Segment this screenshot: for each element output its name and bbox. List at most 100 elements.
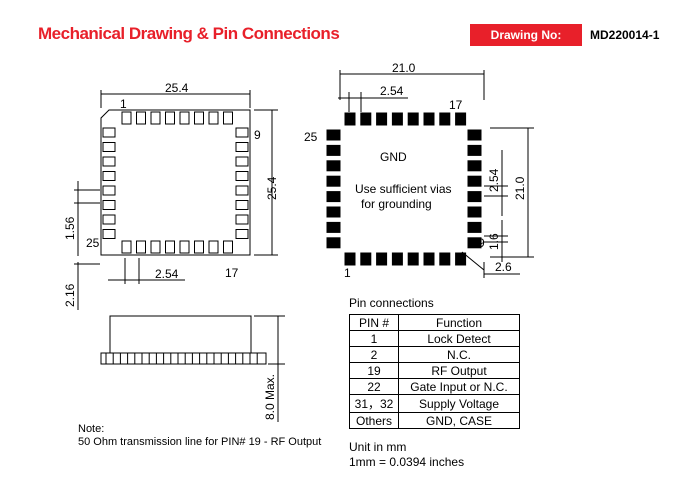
right-left-pad [326,160,341,172]
left-height-dim: 25.4 [265,176,279,200]
right-left-pad [326,144,341,156]
note-heading: Note: [78,423,105,435]
right-top-pad [439,112,451,126]
right-top-pad [391,112,403,126]
gnd-label: GND [380,150,407,164]
unit-conversion: 1mm = 0.0394 inches [349,455,465,469]
left-bottom-pad [165,240,175,254]
left-bottom-pad [223,240,233,254]
right-bottom-pad [344,252,356,266]
right-right-pad [467,221,482,233]
pin-cell: 1 [349,330,399,347]
right-right-pad [467,191,482,203]
left-top-pad [194,111,204,125]
left-bottom-pad [150,240,161,254]
right-pads [326,112,482,266]
right-bottom-pad [439,252,451,266]
right-side-pitch-dim: 2.54 [487,168,501,192]
function-cell: Supply Voltage [398,394,520,413]
right-left-pad [326,206,341,218]
left-width-dim: 25.4 [165,81,189,95]
left-top-pad [208,111,219,125]
right-right-pad [467,160,482,172]
right-side-pad [235,229,249,239]
right-pin-1-label: 1 [344,266,351,280]
right-top-pad [455,112,467,126]
right-right-pad [467,237,482,249]
right-pin-25-label: 25 [304,130,318,144]
via-note-line1: Use sufficient vias [355,182,452,196]
left-top-pad [179,111,190,125]
right-left-pad [326,221,341,233]
left-top-pad [150,111,161,125]
side-view-outline [100,315,267,365]
function-cell: Lock Detect [398,330,520,347]
right-pin-17-label: 17 [449,98,463,112]
left-side-pad [102,171,116,181]
pin-cell: Others [349,412,399,429]
right-side-pad [235,171,249,181]
right-bottom-pad [376,252,388,266]
left-pad-dim: 1.56 [63,216,77,240]
right-bottom-pad [391,252,403,266]
left-pin-17-label: 17 [225,266,239,280]
function-cell: Gate Input or N.C. [398,378,520,395]
left-top-pad [165,111,175,125]
left-side-pad [102,127,116,138]
left-bottom-pad [136,240,146,254]
left-pitch-dim: 2.54 [155,267,179,281]
left-bottom-pad [179,240,190,254]
left-side-pad [102,200,116,210]
right-top-pad [407,112,419,126]
right-side-pad [235,185,249,196]
right-right-pad [467,175,482,187]
table-header-row: PIN # Function [349,314,520,331]
left-side-pad [102,229,116,239]
pin-cell: 19 [349,362,399,379]
right-height-dim: 21.0 [513,176,527,200]
left-side-pad [102,142,116,152]
right-bottom-pad [423,252,435,266]
right-top-pad [344,112,356,126]
left-offset-dim: 2.16 [63,283,77,307]
function-cell: N.C. [398,346,520,363]
right-side-pad [235,200,249,210]
right-top-pad [423,112,435,126]
left-side-pad [102,214,116,225]
right-pad-dim: 1.6 [487,233,501,250]
function-cell: GND, CASE [398,412,520,429]
left-side-pad [102,185,116,196]
left-top-pad [121,111,132,125]
via-note-line2: for grounding [361,197,432,211]
note-text: 50 Ohm transmission line for PIN# 19 - R… [78,436,322,448]
side-view-pins [105,353,258,364]
right-bottom-pad [407,252,419,266]
header-pin: PIN # [349,314,399,331]
page-title: Mechanical Drawing & Pin Connections [38,24,340,43]
pin-table-caption: Pin connections [349,296,434,310]
right-bottom-pad [360,252,372,266]
left-pads [102,111,249,254]
right-width-dim: 21.0 [392,61,416,75]
right-left-pad [326,237,341,249]
left-bottom-pad [208,240,219,254]
right-top-pad [376,112,388,126]
right-right-pad [467,129,482,141]
pin-cell: 22 [349,378,399,395]
right-left-pad [326,129,341,141]
left-side-pad [102,156,116,167]
right-side-pad [235,142,249,152]
right-pin-9-label: 9 [478,236,485,250]
right-bottom-pad [455,252,467,266]
left-top-pad [136,111,146,125]
right-left-pad [326,191,341,203]
unit-label: Unit in mm [349,440,407,454]
left-bottom-pad [194,240,204,254]
right-top-pad [360,112,372,126]
